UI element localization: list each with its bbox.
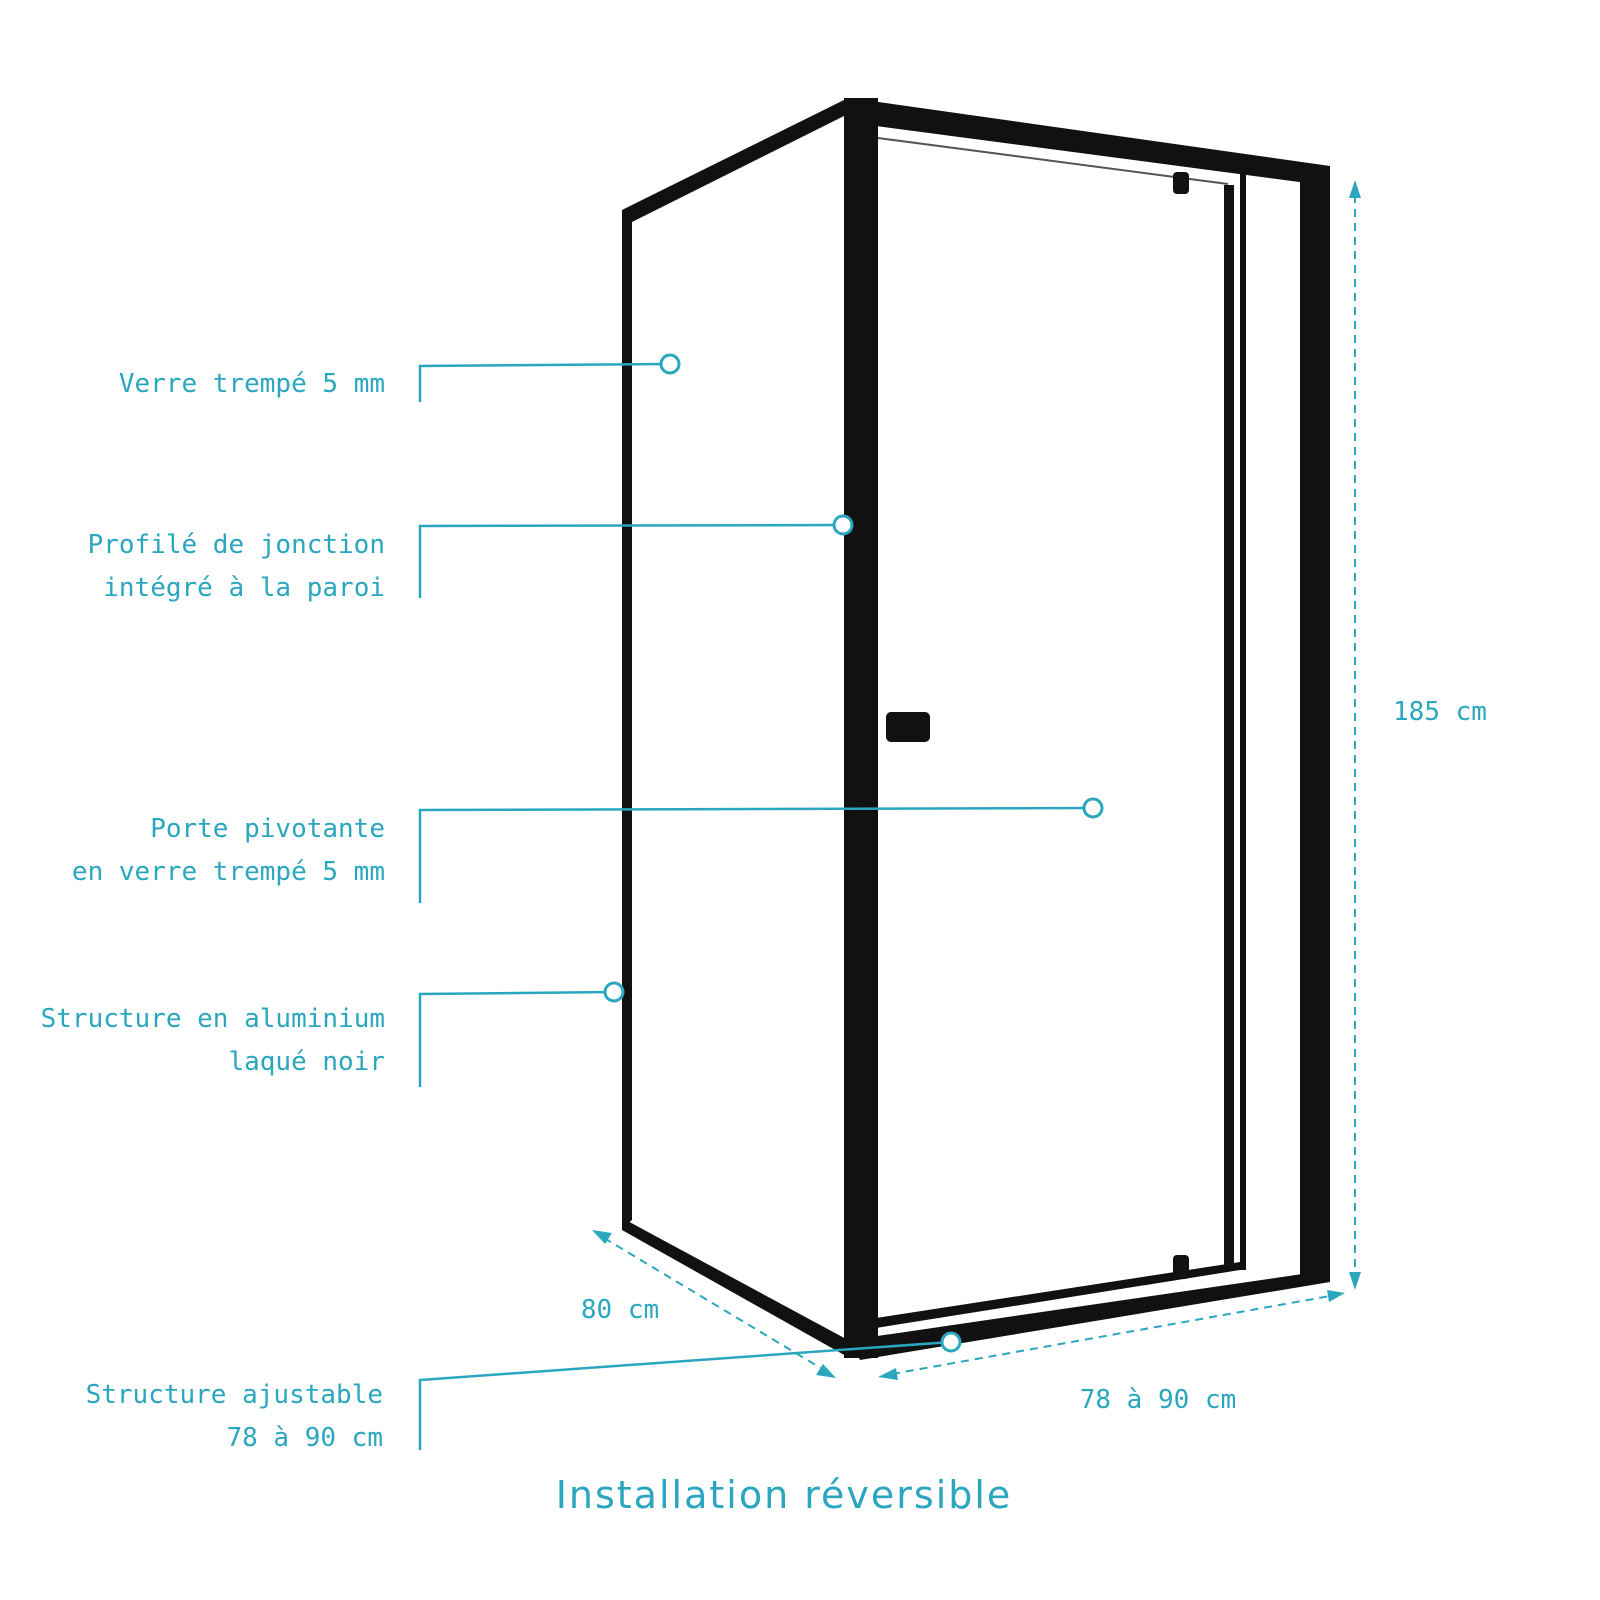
height-dimension: [1349, 180, 1361, 1290]
footer-title: Installation réversible: [556, 1473, 1013, 1517]
hinge-top: [1173, 172, 1189, 194]
profile-marker: [832, 514, 854, 536]
door-marker: [1082, 797, 1104, 819]
height-label: 185 cm: [1393, 697, 1487, 727]
bottom-rail: [850, 1270, 1330, 1360]
label-door-line2: en verre trempé 5 mm: [72, 857, 385, 887]
hinge-bottom: [1173, 1255, 1189, 1279]
label-profile-line1: Profilé de jonction: [88, 530, 385, 560]
label-profile-line2: intégré à la paroi: [103, 573, 385, 603]
label-glass: Verre trempé 5 mm: [119, 369, 385, 399]
label-structure-line2: laqué noir: [228, 1047, 385, 1077]
label-structure-line1: Structure en aluminium: [41, 1004, 385, 1034]
glass-marker: [659, 353, 681, 375]
side-panel: [622, 98, 852, 1356]
adjustable-marker: [940, 1331, 962, 1353]
top-rail: [850, 98, 1330, 186]
label-door-line1: Porte pivotante: [150, 814, 385, 844]
door-handle: [886, 712, 930, 742]
label-adjustable-line2: 78 à 90 cm: [226, 1423, 383, 1453]
width-label: 78 à 90 cm: [1080, 1385, 1237, 1415]
depth-label: 80 cm: [581, 1295, 659, 1325]
label-adjustable-line1: Structure ajustable: [86, 1380, 383, 1410]
wall-profile: [1300, 170, 1330, 1275]
depth-dimension: [592, 1230, 836, 1378]
door-edge: [1224, 185, 1234, 1265]
corner-profile: [844, 98, 878, 1358]
structure-marker: [603, 981, 625, 1003]
width-dimension: [878, 1290, 1345, 1380]
